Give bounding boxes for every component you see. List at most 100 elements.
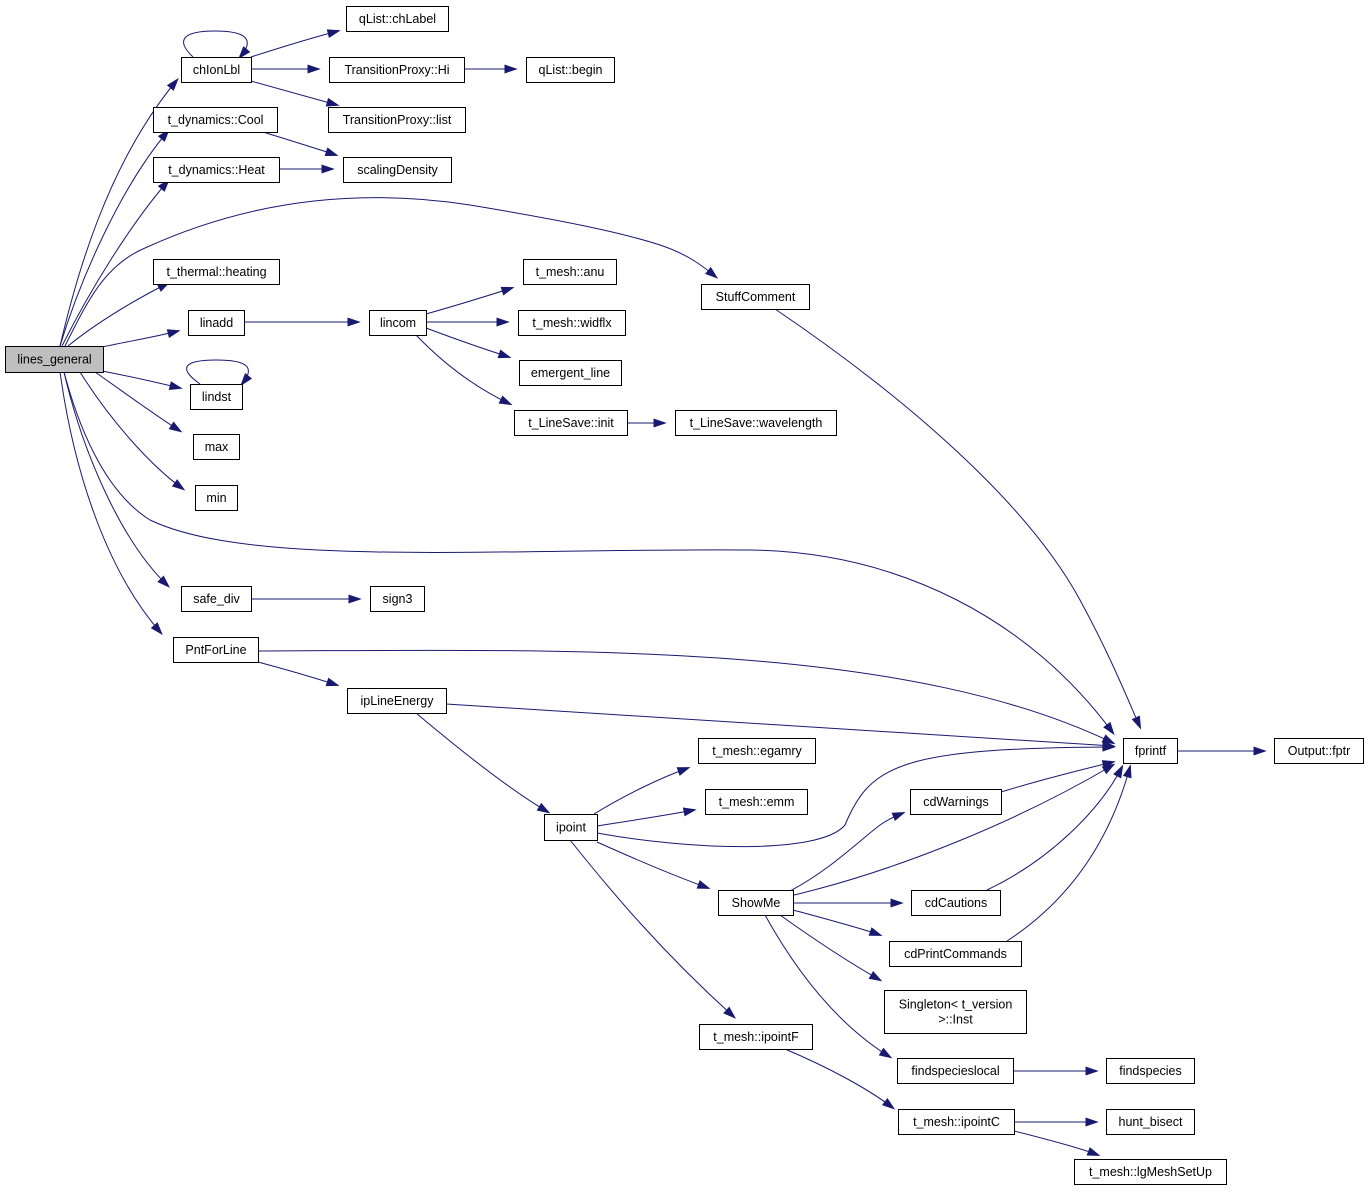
node-cdcautions[interactable]: cdCautions bbox=[911, 890, 1001, 916]
node-cdwarnings[interactable]: cdWarnings bbox=[910, 789, 1002, 815]
arrowhead-icon bbox=[166, 77, 179, 91]
node-showme[interactable]: ShowMe bbox=[718, 890, 794, 916]
node-box bbox=[190, 384, 243, 410]
node-mesh-widflx[interactable]: t_mesh::widflx bbox=[518, 310, 626, 336]
node-lincom[interactable]: lincom bbox=[369, 310, 427, 336]
arrowhead-icon bbox=[504, 64, 518, 74]
node-tp-hi[interactable]: TransitionProxy::Hi bbox=[329, 57, 465, 83]
edge-line bbox=[779, 914, 881, 981]
node-pntforline[interactable]: PntForLine bbox=[173, 637, 259, 663]
node-dyn-heat[interactable]: t_dynamics::Heat bbox=[153, 157, 280, 183]
edge-chIonLbl-to-chIonLbl bbox=[183, 30, 251, 60]
node-qlist-begin[interactable]: qList::begin bbox=[526, 57, 615, 83]
node-label: qList::chLabel bbox=[359, 12, 436, 26]
arrowhead-icon bbox=[1101, 734, 1116, 745]
node-label: t_LineSave::init bbox=[528, 416, 614, 430]
node-qlist-chlabel[interactable]: qList::chLabel bbox=[346, 6, 449, 32]
node-iplineenergy[interactable]: ipLineEnergy bbox=[347, 688, 447, 714]
node-findspecieslocal[interactable]: findspecieslocal bbox=[897, 1058, 1014, 1084]
edge-chIonLbl-to-TP_list bbox=[250, 80, 340, 107]
node-cdprintcommands[interactable]: cdPrintCommands bbox=[889, 941, 1022, 967]
node-mesh-emm[interactable]: t_mesh::emm bbox=[705, 789, 808, 815]
node-mesh-ipointc[interactable]: t_mesh::ipointC bbox=[898, 1109, 1015, 1135]
node-thermal-heating[interactable]: t_thermal::heating bbox=[153, 259, 280, 285]
node-findspecies[interactable]: findspecies bbox=[1106, 1058, 1195, 1084]
arrowhead-icon bbox=[325, 677, 340, 687]
edge-lincom-to-emergent_line bbox=[425, 327, 512, 359]
node-label: t_mesh::egamry bbox=[712, 744, 802, 758]
edge-cdPrintCommands-to-fprintf bbox=[1006, 764, 1132, 942]
edge-chIonLbl-to-qList_chLabel bbox=[250, 29, 341, 58]
edge-lines_general-to-fprintf bbox=[63, 371, 1115, 736]
node-safe-div[interactable]: safe_div bbox=[181, 586, 252, 612]
node-mesh-egamry[interactable]: t_mesh::egamry bbox=[698, 738, 816, 764]
node-ipoint[interactable]: ipoint bbox=[544, 814, 598, 841]
node-box bbox=[188, 310, 245, 336]
arrowhead-icon bbox=[238, 46, 251, 60]
node-box bbox=[153, 157, 280, 183]
node-hunt-bisect[interactable]: hunt_bisect bbox=[1106, 1109, 1195, 1135]
arrowhead-icon bbox=[890, 898, 904, 908]
node-stuffcomment[interactable]: StuffComment bbox=[701, 284, 810, 310]
node-label: sign3 bbox=[383, 592, 413, 606]
node-mesh-ipointf[interactable]: t_mesh::ipointF bbox=[699, 1024, 813, 1050]
node-sign3[interactable]: sign3 bbox=[370, 586, 425, 612]
edge-lines_general-to-min bbox=[79, 371, 186, 491]
node-linesave-wavelength[interactable]: t_LineSave::wavelength bbox=[675, 410, 837, 436]
edge-line bbox=[183, 30, 248, 58]
edge-line bbox=[789, 812, 904, 892]
node-lindst[interactable]: lindst bbox=[190, 384, 243, 410]
node-box bbox=[523, 259, 617, 285]
node-mesh-anu[interactable]: t_mesh::anu bbox=[523, 259, 617, 285]
node-tp-list[interactable]: TransitionProxy::list bbox=[328, 107, 466, 133]
node-max[interactable]: max bbox=[193, 434, 240, 460]
node-box bbox=[153, 259, 280, 285]
node-label: t_mesh::ipointF bbox=[713, 1030, 799, 1044]
node-box bbox=[370, 586, 425, 612]
node-box bbox=[181, 586, 252, 612]
edge-line bbox=[596, 746, 1114, 848]
edge-line bbox=[59, 371, 162, 634]
edge-mesh_ipointF-to-mesh_ipointC bbox=[784, 1048, 896, 1110]
edge-line bbox=[257, 649, 1114, 744]
node-fprintf[interactable]: fprintf bbox=[1123, 738, 1178, 764]
node-output-fptr[interactable]: Output::fptr bbox=[1274, 738, 1364, 764]
arrowhead-icon bbox=[881, 1098, 896, 1110]
node-label: max bbox=[205, 440, 229, 454]
node-label: StuffComment bbox=[716, 290, 796, 304]
edge-line bbox=[784, 1048, 894, 1109]
arrowhead-icon bbox=[1253, 746, 1267, 756]
node-emergent-line[interactable]: emergent_line bbox=[519, 360, 622, 386]
edge-ipoint-to-mesh_emm bbox=[596, 807, 697, 827]
node-min[interactable]: min bbox=[195, 485, 238, 511]
node-label: t_dynamics::Heat bbox=[168, 163, 265, 177]
node-box bbox=[369, 310, 427, 336]
node-linadd[interactable]: linadd bbox=[188, 310, 245, 336]
node-lines-general[interactable]: lines_general bbox=[5, 346, 104, 373]
node-box bbox=[1106, 1109, 1195, 1135]
node-scalingdensity[interactable]: scalingDensity bbox=[343, 157, 452, 183]
node-box bbox=[699, 1024, 813, 1050]
node-box bbox=[910, 789, 1002, 815]
node-box bbox=[698, 738, 816, 764]
arrowhead-icon bbox=[325, 97, 340, 107]
edge-PntForLine-to-ipLineEnergy bbox=[257, 661, 340, 687]
node-box bbox=[153, 107, 278, 133]
node-box bbox=[1274, 738, 1364, 764]
arrowhead-icon bbox=[1101, 760, 1116, 769]
edge-line bbox=[59, 130, 169, 347]
node-mesh-lgmeshsetup[interactable]: t_mesh::lgMeshSetUp bbox=[1074, 1159, 1227, 1185]
arrowhead-icon bbox=[498, 395, 513, 406]
node-label: t_mesh::lgMeshSetUp bbox=[1089, 1165, 1212, 1179]
node-box bbox=[1123, 738, 1178, 764]
node-label: TransitionProxy::Hi bbox=[344, 63, 449, 77]
edge-line bbox=[250, 30, 339, 58]
edge-ipoint-to-fprintf bbox=[596, 742, 1116, 848]
node-dyn-cool[interactable]: t_dynamics::Cool bbox=[153, 107, 278, 133]
edge-line bbox=[774, 308, 1141, 728]
edge-line bbox=[415, 334, 511, 405]
node-chionlbl[interactable]: chIonLbl bbox=[181, 57, 252, 83]
node-linesave-init[interactable]: t_LineSave::init bbox=[514, 410, 628, 436]
node-singleton-inst[interactable]: Singleton< t_version>::Inst bbox=[884, 990, 1027, 1034]
edge-line bbox=[250, 80, 338, 106]
